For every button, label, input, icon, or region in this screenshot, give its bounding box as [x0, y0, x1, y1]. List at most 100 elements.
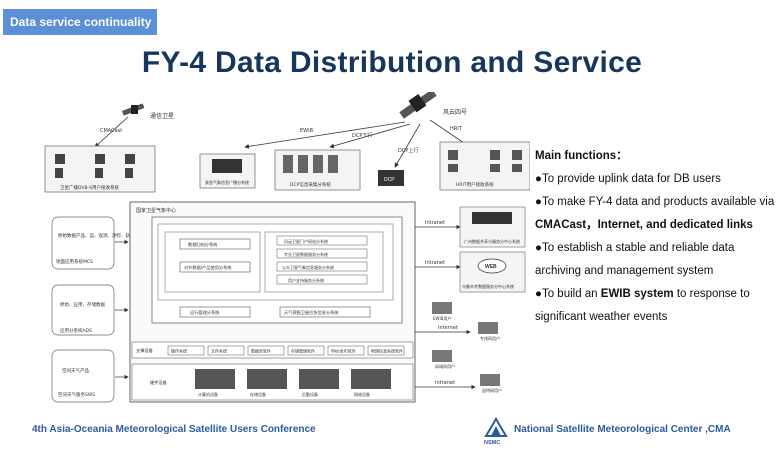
center-title: 国家卫星气象中心: [136, 207, 176, 214]
svg-text:WEB: WEB: [485, 264, 497, 270]
function-text: to response to significant weather event…: [535, 288, 750, 323]
bullet-icon: ●: [535, 242, 542, 254]
intranet-label-3: Intranet: [435, 380, 455, 386]
hw-cell-icon: [351, 369, 391, 389]
hw-cell-label: 存储设备: [250, 391, 266, 397]
function-text: To make FY-4 data and products available…: [541, 196, 775, 208]
dcp-label: DCP: [384, 177, 395, 183]
mcs-label: 地面应用系统MCS: [56, 258, 93, 265]
link-hrit: HRIT: [450, 126, 463, 132]
dedicated-user-label: 专线网用户: [480, 335, 500, 341]
infra-cell: [287, 345, 325, 356]
link-ewib: EWIB: [300, 128, 314, 134]
hw-cell-icon: [195, 369, 235, 389]
sub-public-label: 公众卫星气象信息服务分系统: [282, 264, 334, 270]
web-label: 乌鲁木齐数据服务分中心系统: [462, 283, 514, 289]
link-cmacast: CMACast: [100, 128, 122, 134]
internet-label: Internet: [438, 325, 458, 331]
sub-ewib-label: 天气预报卫星应急信息分系统: [284, 309, 338, 316]
sub-ops: [179, 306, 251, 318]
function-highlight: CMACast，Internet, and dedicated links: [535, 219, 753, 231]
infra-cell-label: 操作系统: [171, 348, 187, 354]
sws-desc: 空间天气产品: [62, 367, 89, 374]
hw-cell-icon: [247, 369, 287, 389]
intranet-label-1: Intranet: [425, 220, 445, 226]
sub-public: [276, 261, 368, 272]
sub-portal-label: 风云卫星门户网站分系统: [284, 238, 328, 244]
hw-cell-label: 后勤设备: [302, 391, 318, 397]
local-user-label: 局域网用户: [435, 363, 455, 369]
ewib-user-label: EWIB用户: [433, 315, 451, 321]
sub-user-support: [276, 274, 368, 285]
bullet-icon: ●: [535, 173, 542, 185]
infra-label: 支撑设备: [136, 347, 154, 354]
sws-label: 空间天气服务SWS: [58, 391, 95, 398]
infra-cell: [327, 345, 365, 356]
sub-user-support-label: 用户支持服务分系统: [288, 277, 324, 283]
sub-portal: [276, 235, 368, 246]
distribution-diagram: 通信卫星 风云四号 CMACast EWIB DCP下行 DCP上行 HRIT …: [0, 92, 530, 412]
hw-cell-label: 网络设备: [354, 391, 370, 397]
sub-product-access: [179, 261, 251, 273]
infra-cell-label: 存储管理软件: [291, 348, 315, 354]
bullet-icon: ●: [535, 288, 542, 300]
wis-label: 广州数据共享与服务分中心系统: [464, 238, 520, 244]
function-text: To provide uplink data for DB users: [541, 173, 721, 185]
functions-heading: Main functions：: [535, 150, 628, 162]
sub-ops-label: 运行管理分系统: [190, 309, 219, 316]
sub-data-archive: [179, 238, 251, 250]
sub-cmacast-label: 专业卫星数据服务分系统: [284, 251, 328, 257]
user-terminals: [432, 302, 500, 386]
ads-desc: 原始、应用、存储数据: [60, 301, 105, 308]
comm-satellite-icon: [121, 103, 145, 116]
internet-user-label: 因特网用户: [482, 387, 502, 393]
mcs-box: [51, 216, 115, 270]
infra-cell-label: 地理信息系统软件: [371, 348, 403, 354]
dvbs-users-box: [44, 145, 156, 193]
ads-box: [51, 284, 115, 336]
link-dcp: DCP下行: [352, 132, 372, 139]
function-item: ●To provide uplink data for DB users: [535, 168, 775, 191]
fy4-satellite-icon: [399, 92, 437, 119]
nsmc-logo-icon: [484, 417, 508, 437]
function-item: ●To build an EWIB system to response to …: [535, 283, 775, 329]
function-item: ●To establish a stable and reliable data…: [535, 237, 775, 283]
dcp-collect-label: DCP信息采集分系统: [290, 181, 331, 188]
footer-conference: 4th Asia-Oceania Meteorological Satellit…: [32, 424, 316, 435]
emergency-broadcast-label: 紧急气象信息广播分系统: [205, 179, 249, 185]
section-tag: Data service continuality: [3, 9, 157, 35]
comm-satellite-label: 通信卫星: [150, 112, 174, 120]
infra-cell: [247, 345, 285, 356]
dcp-station-icon: [378, 170, 404, 186]
sub-cmacast: [276, 248, 368, 259]
link-dcp-up: DCP上行: [398, 147, 418, 154]
infra-cell-label: 文件系统: [211, 348, 227, 354]
infra-cell: [367, 345, 405, 356]
sub-data-archive-label: 数据归档分系统: [188, 241, 217, 248]
hrit-users-label: HRIT用户接收系统: [456, 181, 494, 188]
page-title: FY-4 Data Distribution and Service: [141, 46, 643, 79]
fy4-satellite-label: 风云四号: [443, 109, 467, 116]
hw-label: 硬件设备: [150, 379, 168, 386]
function-text: To build an: [541, 288, 601, 300]
mcs-desc: 原始数据产品、运、观测、测控、轨道预报数据: [58, 232, 153, 239]
diagram-svg: 通信卫星 风云四号 CMACast EWIB DCP下行 DCP上行 HRIT …: [44, 92, 530, 403]
footer-center: National Satellite Meteorological Center…: [514, 424, 731, 435]
hw-cell-label: 计算机设备: [198, 391, 218, 397]
infra-cell-label: Web发布软件: [331, 348, 356, 354]
intranet-label-2: Intranet: [425, 260, 445, 266]
ads-label: 应用分系统ADS: [60, 327, 92, 334]
dvbs-users-label: 卫星广播DVB-S用户接收系统: [60, 184, 120, 191]
function-highlight: EWIB system: [600, 288, 674, 300]
sws-box: [51, 349, 115, 403]
main-functions: Main functions： ●To provide uplink data …: [535, 145, 775, 329]
infra-cell-label: 数据库软件: [251, 348, 271, 354]
sub-product-access-label: 对外数据/产品使用分系统: [184, 264, 231, 271]
nsmc-logo-text: NSMC: [484, 440, 501, 446]
function-item: ●To make FY-4 data and products availabl…: [535, 191, 775, 237]
infra-cell: [207, 345, 245, 356]
bullet-icon: ●: [535, 196, 542, 208]
hw-cell-icon: [299, 369, 339, 389]
infra-cell: [167, 345, 205, 356]
sub-ewib: [279, 306, 371, 318]
